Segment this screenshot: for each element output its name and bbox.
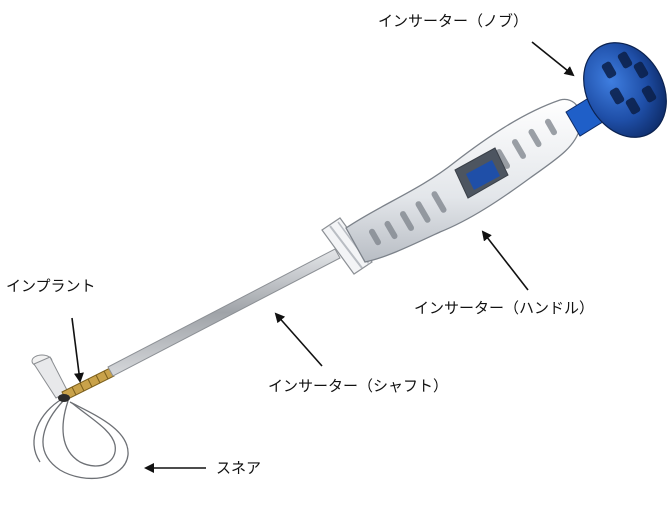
arrow-knob [532,42,573,75]
label-inserter-knob: インサーター（ノブ） [378,12,528,30]
label-snare: スネア [216,459,261,477]
knob [566,28,670,153]
implant [32,355,114,402]
handle [346,99,581,262]
shaft [108,249,340,376]
label-implant: インプラント [6,277,96,295]
arrow-implant [72,318,80,381]
arrow-handle [483,232,528,290]
label-inserter-handle: インサーター（ハンドル） [414,299,594,317]
snare [34,399,128,478]
label-inserter-shaft: インサーター（シャフト） [268,377,448,395]
arrow-shaft [276,314,322,366]
